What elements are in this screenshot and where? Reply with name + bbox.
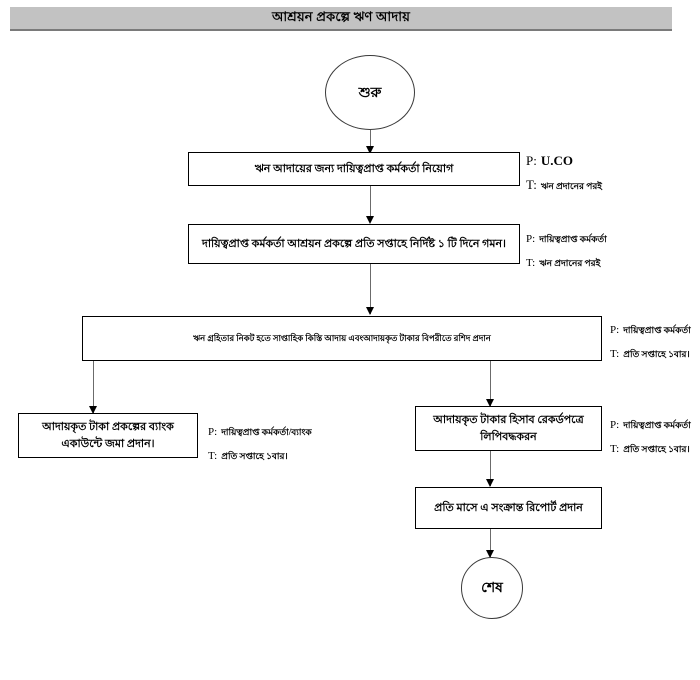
annotation-time-step-1: ঋন প্রদানের পরই bbox=[540, 181, 602, 191]
annotation-time-step-4-right: প্রতি সপ্তাহে ১বার। bbox=[623, 444, 690, 454]
annotation-step-4-left: P: দায়িত্বপ্রাপ্ত কর্মকর্তা/ব্যাংক T: প… bbox=[208, 419, 312, 467]
process-label-step-2: দায়িত্বপ্রাপ্ত কর্মকর্তা আশ্রয়ন প্রকল্… bbox=[202, 237, 506, 250]
annotation-person-step-4-left: দায়িত্বপ্রাপ্ত কর্মকর্তা/ব্যাংক bbox=[221, 427, 312, 437]
process-label-step-4-left: আদায়কৃত টাকা প্রকল্পের ব্যাংক একাউন্টে … bbox=[42, 421, 174, 450]
arrowhead-step3 bbox=[365, 307, 374, 315]
annotation-person-key-step-3: P: bbox=[610, 324, 620, 336]
annotation-time-key-step-1: T: bbox=[526, 177, 537, 192]
annotation-time-key-step-4-right: T: bbox=[610, 443, 620, 455]
annotation-person-step-3: দায়িত্বপ্রাপ্ত কর্মকর্তা bbox=[623, 325, 691, 335]
connector-step2-to-step3 bbox=[370, 264, 371, 314]
annotation-step-4-right: P: দায়িত্বপ্রাপ্ত কর্মকর্তা T: প্রতি সপ… bbox=[610, 412, 691, 460]
arrowhead-step-5 bbox=[485, 479, 494, 487]
process-box-step-4-right: আদায়কৃত টাকার হিসাব রেকর্ডপত্রে লিপিবদ্… bbox=[415, 406, 602, 451]
process-box-step-4-left: আদায়কৃত টাকা প্রকল্পের ব্যাংক একাউন্টে … bbox=[18, 413, 198, 458]
annotation-person-key-step-1: P: bbox=[526, 153, 537, 168]
connector-step5-to-end bbox=[490, 529, 491, 557]
annotation-person-key-step-4-left: P: bbox=[208, 426, 218, 438]
start-label: শুরু bbox=[358, 85, 382, 101]
annotation-person-step-4-right: দায়িত্বপ্রাপ্ত কর্মকর্তা bbox=[623, 420, 691, 430]
process-box-step-1: ঋন আদায়ের জন্য দায়িত্বপ্রাপ্ত কর্মকর্ত… bbox=[188, 152, 520, 186]
connector-step3-to-left-branch bbox=[93, 361, 94, 413]
annotation-time-key-step-4-left: T: bbox=[208, 450, 218, 462]
annotation-time-step-2: ঋন প্রদানের পরই bbox=[539, 258, 601, 268]
process-box-step-2: দায়িত্বপ্রাপ্ত কর্মকর্তা আশ্রয়ন প্রকল্… bbox=[188, 224, 520, 264]
process-label-step-1: ঋন আদায়ের জন্য দায়িত্বপ্রাপ্ত কর্মকর্ত… bbox=[254, 162, 454, 175]
annotation-person-step-1: U.CO bbox=[540, 153, 573, 168]
connector-start-to-step1 bbox=[370, 130, 371, 150]
arrowhead-step2 bbox=[365, 216, 374, 224]
end-terminator: শেষ bbox=[461, 557, 523, 619]
connector-step1-to-step2 bbox=[370, 186, 371, 221]
annotation-person-key-step-2: P: bbox=[526, 233, 536, 245]
annotation-person-key-step-4-right: P: bbox=[610, 419, 620, 431]
arrowhead-end bbox=[485, 550, 494, 558]
annotation-time-key-step-2: T: bbox=[526, 257, 536, 269]
annotation-step-2: P: দায়িত্বপ্রাপ্ত কর্মকর্তা T: ঋন প্রদা… bbox=[526, 226, 607, 274]
process-label-step-4-right: আদায়কৃত টাকার হিসাব রেকর্ডপত্রে লিপিবদ্… bbox=[433, 414, 584, 443]
page-title: আশ্রয়ন প্রকল্পে ঋণ আদায় bbox=[271, 8, 411, 24]
arrowhead-step1 bbox=[365, 146, 374, 154]
arrowhead-step-4-right bbox=[485, 399, 494, 407]
arrowhead-step-4-left bbox=[88, 406, 97, 414]
annotation-time-key-step-3: T: bbox=[610, 348, 620, 360]
annotation-time-step-3: প্রতি সপ্তাহে ১বার। bbox=[623, 349, 690, 359]
annotation-step-1: P: U.CO T: ঋন প্রদানের পরই bbox=[526, 149, 602, 197]
page-title-bar: আশ্রয়ন প্রকল্পে ঋণ আদায় bbox=[10, 7, 672, 31]
process-box-step-5: প্রতি মাসে এ সংক্রান্ত রিপোর্ট প্রদান bbox=[415, 487, 602, 529]
start-terminator: শুরু bbox=[325, 55, 415, 130]
annotation-person-step-2: দায়িত্বপ্রাপ্ত কর্মকর্তা bbox=[539, 234, 607, 244]
annotation-time-step-4-left: প্রতি সপ্তাহে ১বার। bbox=[221, 451, 288, 461]
connector-step3-to-right-branch bbox=[490, 361, 491, 406]
process-box-step-3: ঋন গ্রহিতার নিকট হতে সাপ্তাহিক কিস্তি আদ… bbox=[82, 316, 602, 361]
process-label-step-3: ঋন গ্রহিতার নিকট হতে সাপ্তাহিক কিস্তি আদ… bbox=[193, 333, 491, 344]
process-label-step-5: প্রতি মাসে এ সংক্রান্ত রিপোর্ট প্রদান bbox=[434, 501, 583, 514]
end-label: শেষ bbox=[481, 581, 503, 596]
connector-step4right-to-step5 bbox=[490, 451, 491, 486]
annotation-step-3: P: দায়িত্বপ্রাপ্ত কর্মকর্তা T: প্রতি সপ… bbox=[610, 317, 691, 365]
